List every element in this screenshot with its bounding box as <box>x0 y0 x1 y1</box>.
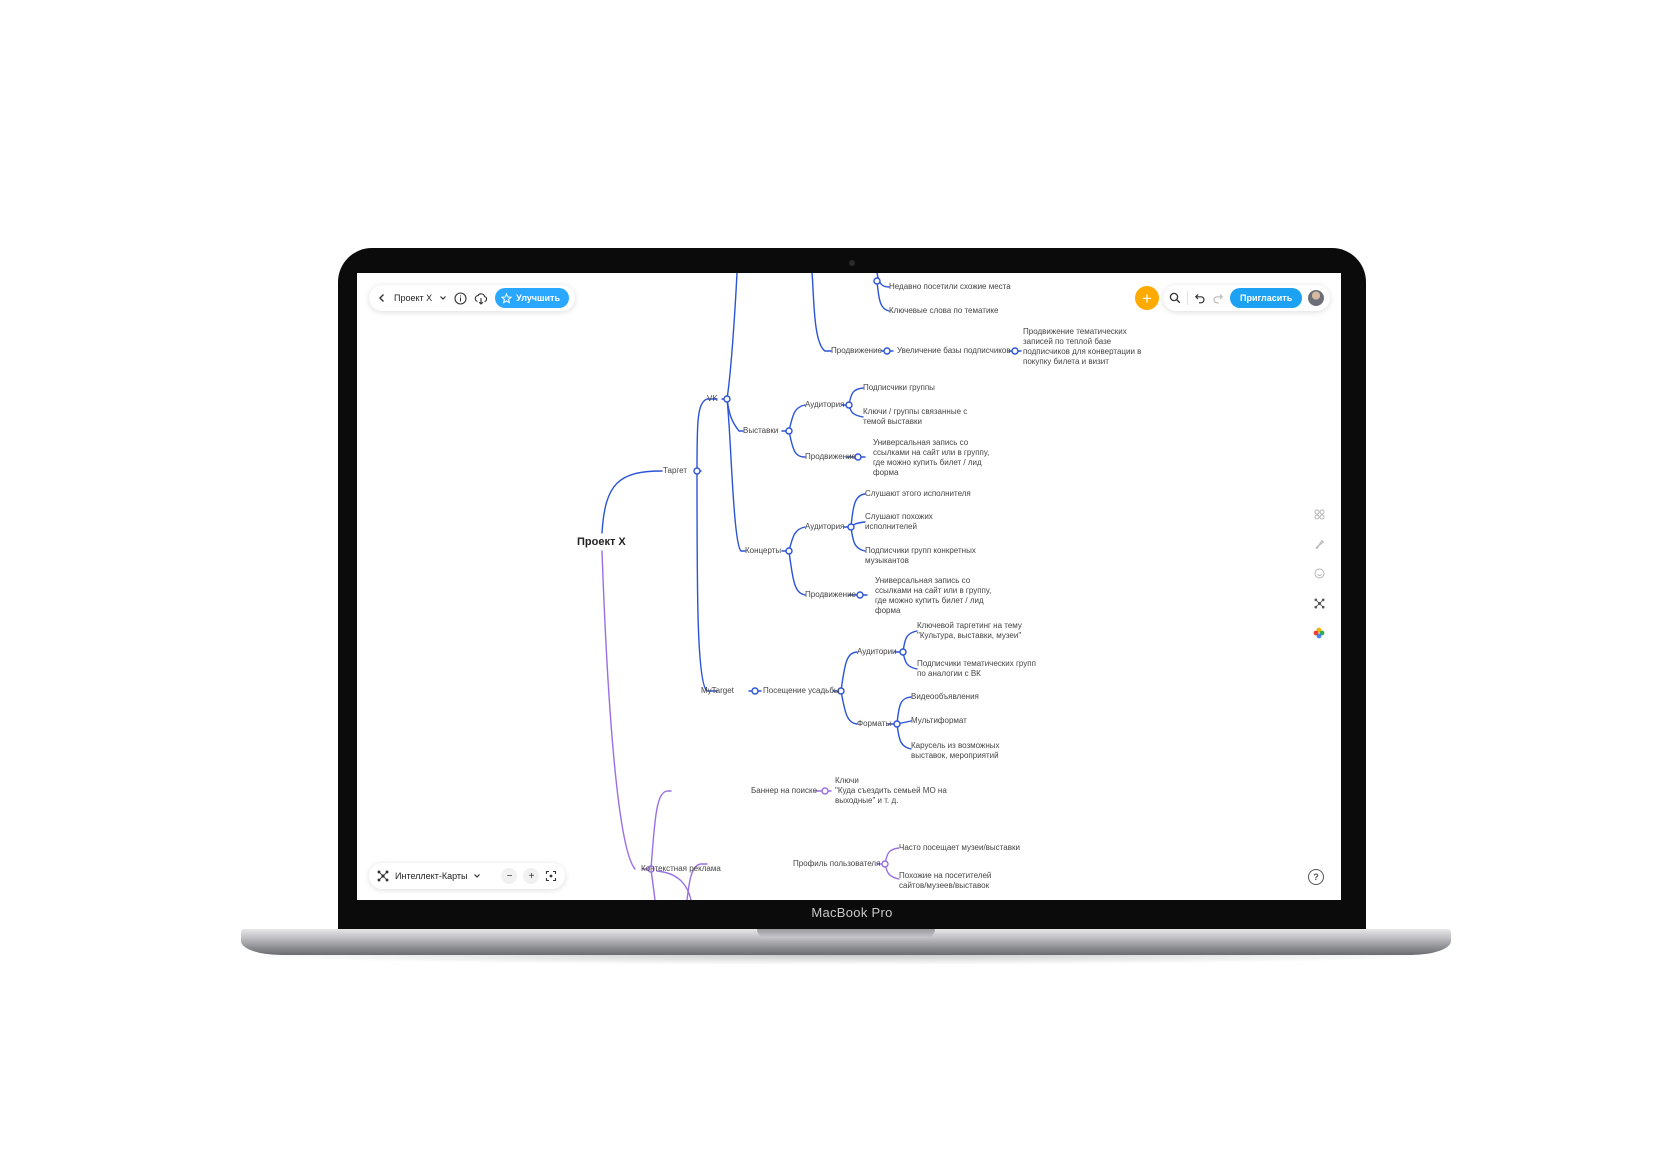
mindmap-mode-icon[interactable] <box>377 870 389 882</box>
star-icon <box>501 292 513 304</box>
chevron-down-icon[interactable] <box>439 294 447 302</box>
node-ex-promo[interactable]: Продвижение <box>805 452 856 461</box>
bottom-left-toolbar: Интеллект-Карты − + <box>369 863 566 889</box>
top-right-toolbar: Пригласить <box>1163 285 1331 311</box>
laptop-notch <box>757 929 935 938</box>
project-title[interactable]: Проект X <box>394 293 433 303</box>
node-co-promo[interactable]: Продвижение <box>805 590 856 599</box>
node-keywords-topic[interactable]: Ключевые слова по тематике <box>889 306 999 315</box>
app-screen: Проект X Таргет VK Недавно посетили схож… <box>357 273 1341 900</box>
node-co-group-subs[interactable]: Подписчики групп конкретных музыкантов <box>865 546 976 565</box>
minus-icon: − <box>506 870 513 882</box>
mindmap-structure-icon[interactable] <box>1314 598 1325 609</box>
brush-icon[interactable] <box>1314 539 1325 550</box>
color-palette-icon[interactable] <box>1313 627 1325 639</box>
node-search-banner[interactable]: Баннер на поиске <box>751 786 818 795</box>
upgrade-button[interactable]: Улучшить <box>495 288 569 308</box>
help-button[interactable]: ? <box>1308 869 1324 885</box>
node-similar-visitors[interactable]: Похожие на посетителей сайтов/музеев/выс… <box>899 871 992 890</box>
node-target[interactable]: Таргет <box>663 466 688 475</box>
node-mytarget[interactable]: MyTarget <box>701 686 734 695</box>
map-root[interactable]: Проект X <box>577 536 626 548</box>
node-often-visits[interactable]: Часто посещает музеи/выставки <box>899 843 1020 852</box>
node-ex-universal-post[interactable]: Универсальная запись со ссылками на сайт… <box>873 438 990 477</box>
node-co-listen-artist[interactable]: Слушают этого исполнителя <box>865 489 971 498</box>
model-label: MacBook Pro <box>811 905 893 920</box>
invite-button[interactable]: Пригласить <box>1230 288 1303 308</box>
top-left-toolbar: Проект X Улучшить <box>369 285 575 311</box>
plus-icon: + <box>1142 288 1152 308</box>
node-estate-visit[interactable]: Посещение усадьбы <box>763 686 840 695</box>
mind-map-connectors <box>601 273 1022 900</box>
node-context-ads[interactable]: Контекстная реклама <box>641 864 721 873</box>
node-promo-topic-posts[interactable]: Продвижение тематических записей по тепл… <box>1023 327 1142 366</box>
view-mode-label[interactable]: Интеллект-Карты <box>395 871 468 881</box>
avatar[interactable] <box>1308 290 1325 306</box>
laptop-shadow <box>230 955 1462 965</box>
node-recent-places[interactable]: Недавно посетили схожие места <box>889 282 1011 291</box>
node-user-profile[interactable]: Профиль пользователя <box>793 859 881 868</box>
node-promo-top[interactable]: Продвижение <box>831 346 882 355</box>
question-icon: ? <box>1313 872 1319 882</box>
upgrade-label: Улучшить <box>516 293 560 303</box>
add-node-button[interactable]: + <box>1135 286 1159 310</box>
zoom-in-button[interactable]: + <box>523 868 540 884</box>
node-thematic-subs[interactable]: Подписчики тематических групп по аналоги… <box>917 659 1036 678</box>
node-keyword-targeting[interactable]: Ключевой таргетинг на тему "Культура, вы… <box>917 621 1022 640</box>
chevron-down-icon[interactable] <box>473 872 481 880</box>
node-formats[interactable]: Форматы <box>857 719 892 728</box>
redo-icon[interactable] <box>1212 292 1224 304</box>
node-keys-where[interactable]: Ключи "Куда съездить семьей МО на выходн… <box>835 776 947 805</box>
plus-icon: + <box>528 870 535 882</box>
node-exhibitions[interactable]: Выставки <box>743 426 779 435</box>
chevron-left-icon[interactable] <box>377 293 387 303</box>
fit-screen-icon[interactable] <box>545 870 557 882</box>
node-co-universal-post[interactable]: Универсальная запись со ссылками на сайт… <box>875 576 992 615</box>
node-carousel[interactable]: Карусель из возможных выставок, мероприя… <box>911 741 1000 760</box>
zoom-out-button[interactable]: − <box>501 868 518 884</box>
node-vk[interactable]: VK <box>707 394 718 403</box>
layout-grid-icon[interactable] <box>1314 509 1325 520</box>
emoji-icon[interactable] <box>1314 568 1325 579</box>
node-ex-audience[interactable]: Аудитория <box>805 400 845 409</box>
side-toolbar <box>1309 505 1329 643</box>
node-co-audience[interactable]: Аудитория <box>805 522 845 531</box>
node-audiences[interactable]: Аудитории <box>857 647 897 656</box>
node-concerts[interactable]: Концерты <box>745 546 782 555</box>
info-icon[interactable] <box>454 291 467 305</box>
node-grow-subs[interactable]: Увеличение базы подписчиков <box>897 346 1011 355</box>
node-ex-group-subs[interactable]: Подписчики группы <box>863 383 935 392</box>
node-co-listen-similar[interactable]: Слушают похожих исполнителей <box>865 512 933 531</box>
undo-icon[interactable] <box>1194 292 1206 304</box>
camera <box>849 260 855 266</box>
search-icon[interactable] <box>1169 292 1181 304</box>
toolbar-divider <box>1187 291 1188 305</box>
cloud-sync-icon[interactable] <box>474 292 488 305</box>
node-multiformat[interactable]: Мультиформат <box>911 716 967 725</box>
node-ex-keys-groups[interactable]: Ключи / группы связанные с темой выставк… <box>863 407 968 426</box>
node-video-ads[interactable]: Видеообъявления <box>911 692 979 701</box>
